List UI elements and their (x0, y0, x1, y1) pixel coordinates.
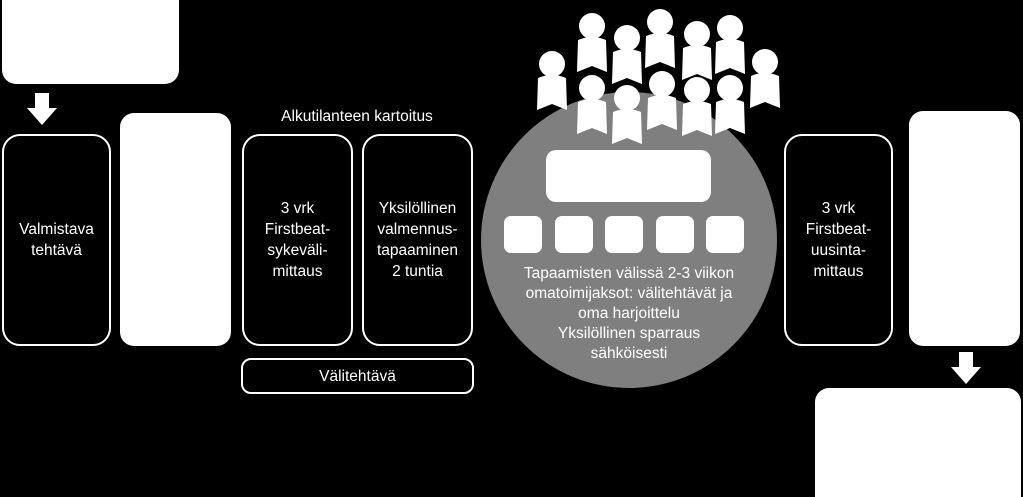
circle-description: Tapaamisten välissä 2-3 viikon omatoimij… (523, 265, 735, 362)
circle-small-box (706, 216, 744, 253)
top-left-blank-box (2, 0, 179, 84)
valmistava-tehtava-label: Valmistava tehtävä (19, 221, 94, 259)
circle-small-box (555, 216, 593, 253)
valmennustapaaminen-label: Yksilöllinen valmennus- tapaaminen 2 tun… (376, 200, 458, 280)
circle-top-blank-box (546, 150, 711, 202)
down-arrow-icon (951, 352, 981, 384)
down-arrow-icon (27, 93, 57, 125)
valmistava-tehtava-box: Valmistava tehtävä (2, 134, 111, 346)
right-blank-column (909, 111, 1020, 346)
firstbeat-sykevalimittaus-box: 3 vrk Firstbeat- sykeväli- mittaus (242, 134, 353, 346)
firstbeat-sykevalimittaus-label: 3 vrk Firstbeat- sykeväli- mittaus (264, 200, 331, 280)
valitehtava-label: Välitehtävä (319, 367, 396, 385)
alkutilanteen-kartoitus-heading: Alkutilanteen kartoitus (281, 108, 433, 125)
circle-small-box (504, 216, 542, 253)
firstbeat-uusintamittaus-box: 3 vrk Firstbeat- uusinta- mittaus (784, 134, 893, 346)
people-group-icon (537, 9, 780, 144)
circle-small-box (656, 216, 694, 253)
circle-small-box (605, 216, 643, 253)
bottom-right-blank-box (815, 388, 1021, 497)
valitehtava-box: Välitehtävä (241, 358, 474, 394)
firstbeat-uusintamittaus-label: 3 vrk Firstbeat- uusinta- mittaus (805, 200, 872, 280)
left-blank-column (120, 113, 231, 346)
valmennustapaaminen-box: Yksilöllinen valmennus- tapaaminen 2 tun… (362, 134, 473, 346)
